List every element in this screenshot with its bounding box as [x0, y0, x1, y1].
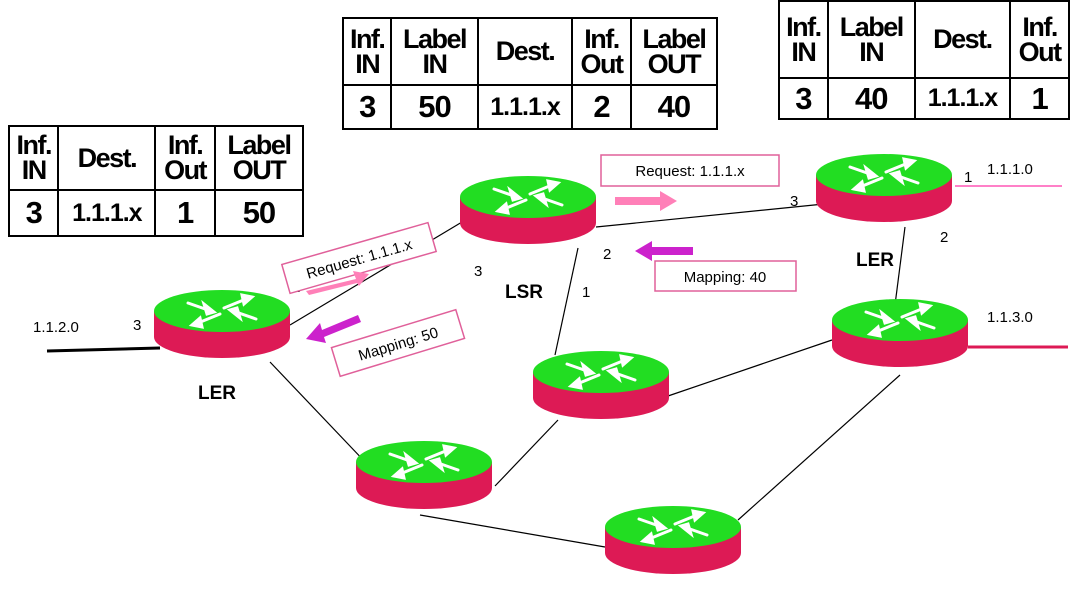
network-label-bottom-right: 1.1.3.0 [987, 309, 1033, 326]
column-header-inf-out: Inf.Out [1009, 0, 1070, 79]
interface-number: 2 [940, 229, 948, 246]
table-cell: 1.1.1.x [476, 84, 574, 130]
table-cell: 3 [7, 189, 60, 237]
column-header-inf-out: Inf.Out [571, 17, 632, 86]
svg-text:Request: 1.1.1.x: Request: 1.1.1.x [635, 163, 745, 180]
interface-number: 1 [964, 169, 972, 186]
router-core-bottom-left [354, 439, 494, 511]
column-header-inf-in: Inf.IN [778, 0, 829, 79]
network-label-top-right: 1.1.1.0 [987, 161, 1033, 178]
table-cell: 1.1.1.x [913, 77, 1012, 120]
mapping-arrow-icon [635, 241, 693, 261]
router-core-middle [531, 349, 671, 421]
mapping-label-1: Mapping: 40 [654, 260, 797, 292]
column-header-inf-out: Inf.Out [154, 125, 216, 191]
table-cell: 3 [341, 84, 393, 130]
interface-number: 3 [474, 263, 482, 280]
table-cell: 1 [154, 189, 216, 237]
column-header-dest: Dest. [476, 17, 574, 86]
interface-number: 3 [133, 317, 141, 334]
router-label-lsr: LSR [505, 282, 543, 303]
table-cell: 2 [571, 84, 632, 130]
interface-number: 3 [790, 193, 798, 210]
request-label-2: Request: 1.1.1.x [600, 154, 780, 187]
network-link-left [46, 346, 161, 353]
router-lsr [458, 174, 598, 246]
column-header-dest: Dest. [57, 125, 157, 191]
table-cell: 1 [1009, 77, 1070, 120]
router-ler-right [814, 152, 954, 224]
interface-number: 2 [603, 246, 611, 263]
router-ler-left [152, 288, 292, 360]
table-cell: 3 [778, 77, 829, 120]
table-cell: 1.1.1.x [57, 189, 157, 237]
network-label-left: 1.1.2.0 [33, 319, 79, 336]
column-header-inf-in: Inf.IN [341, 17, 393, 86]
svg-text:Mapping: 40: Mapping: 40 [684, 269, 767, 286]
table-cell: 50 [213, 189, 305, 237]
router-label-ler-left: LER [198, 383, 236, 404]
request-arrow-icon [306, 271, 369, 295]
interface-number: 1 [582, 284, 590, 301]
column-header-dest: Dest. [913, 0, 1012, 79]
mapping-arrow-icon [306, 315, 361, 343]
request-arrow-icon [615, 191, 677, 211]
router-links [269, 203, 906, 548]
table-cell: 40 [629, 84, 719, 130]
router-label-ler-right: LER [856, 250, 894, 271]
table-cell: 50 [390, 84, 479, 130]
table-cell: 40 [826, 77, 916, 120]
router-core-bottom [603, 504, 743, 576]
router-ler-bottom-right [830, 297, 970, 369]
column-header-inf-in: Inf.IN [7, 125, 60, 191]
